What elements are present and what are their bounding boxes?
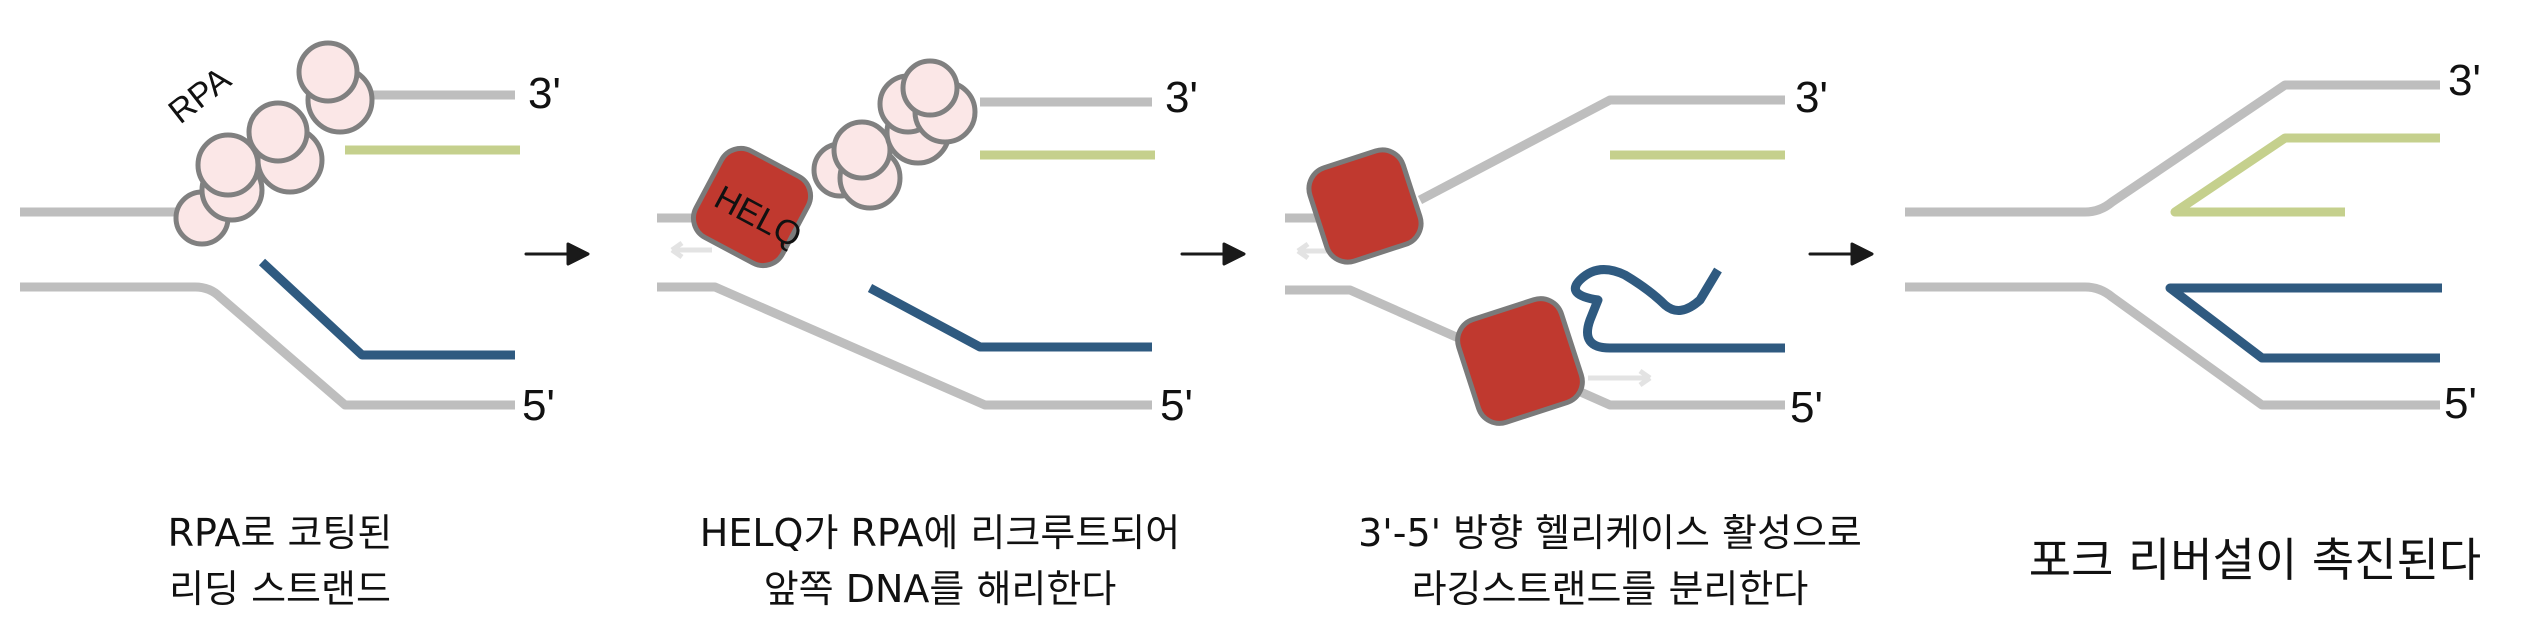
parental-strand-bottom (20, 282, 515, 410)
step-arrow-icon (1808, 242, 1874, 266)
lagging-strand (258, 258, 515, 360)
panel-3: 3' 5' (1285, 73, 1828, 432)
helq-helicase (690, 145, 814, 269)
end-label-5prime: 5' (2444, 379, 2477, 428)
faint-direction-arrow-icon (1588, 368, 1652, 388)
end-label-5prime: 5' (522, 381, 555, 430)
end-label-5prime: 5' (1790, 383, 1823, 432)
rpa-protein (900, 58, 960, 118)
lagging-strand-regressed (2165, 283, 2442, 363)
helq-helicase (1306, 147, 1424, 265)
rpa-label: RPA (162, 60, 239, 132)
end-label-3prime: 3' (1795, 73, 1828, 122)
parental-strand-top (1905, 80, 2440, 217)
parental-strand-bottom (657, 282, 1152, 410)
caption-line: HELQ가 RPA에 리크루트되어 (699, 511, 1181, 555)
caption-panel-1: RPA로 코팅된 리딩 스트랜드 (130, 505, 430, 617)
lagging-strand (1571, 265, 1785, 353)
caption-panel-4: 포크 리버설이 촉진된다 (1990, 530, 2520, 590)
caption-panel-3: 3'-5' 방향 헬리케이스 활성으로 라깅스트랜드를 분리한다 (1300, 505, 1920, 617)
panel-2: HELQ 3' 5' (657, 58, 1198, 430)
helq-helicase (1455, 296, 1585, 426)
rpa-protein (296, 40, 360, 104)
caption-line: 3'-5' 방향 헬리케이스 활성으로 (1358, 511, 1862, 555)
rpa-protein (246, 100, 310, 164)
step-arrow-icon (1180, 242, 1246, 266)
end-label-5prime: 5' (1160, 381, 1193, 430)
end-label-3prime: 3' (2448, 56, 2481, 105)
panel-1: RPA 3' 5' (20, 40, 561, 430)
leading-strand-regressed (2170, 133, 2440, 217)
rpa-protein (831, 119, 893, 181)
panel-4: 3' 5' (1905, 56, 2481, 428)
end-label-3prime: 3' (1165, 73, 1198, 122)
caption-line: RPA로 코팅된 (167, 511, 393, 555)
lagging-strand (867, 284, 1152, 352)
caption-line: 라깅스트랜드를 분리한다 (1411, 567, 1809, 611)
caption-panel-2: HELQ가 RPA에 리크루트되어 앞쪽 DNA를 해리한다 (660, 505, 1220, 617)
faint-direction-arrow-icon (670, 240, 712, 260)
caption-line: 앞쪽 DNA를 해리한다 (763, 567, 1117, 611)
rpa-cluster (173, 40, 375, 247)
rpa-cluster (811, 58, 978, 211)
parental-strand-bottom (1905, 282, 2440, 410)
end-label-3prime: 3' (528, 69, 561, 118)
caption-line: 포크 리버설이 촉진된다 (2028, 533, 2482, 587)
step-arrow-icon (524, 242, 590, 266)
leading-template-strand (1417, 95, 1785, 204)
caption-line: 리딩 스트랜드 (169, 567, 391, 611)
